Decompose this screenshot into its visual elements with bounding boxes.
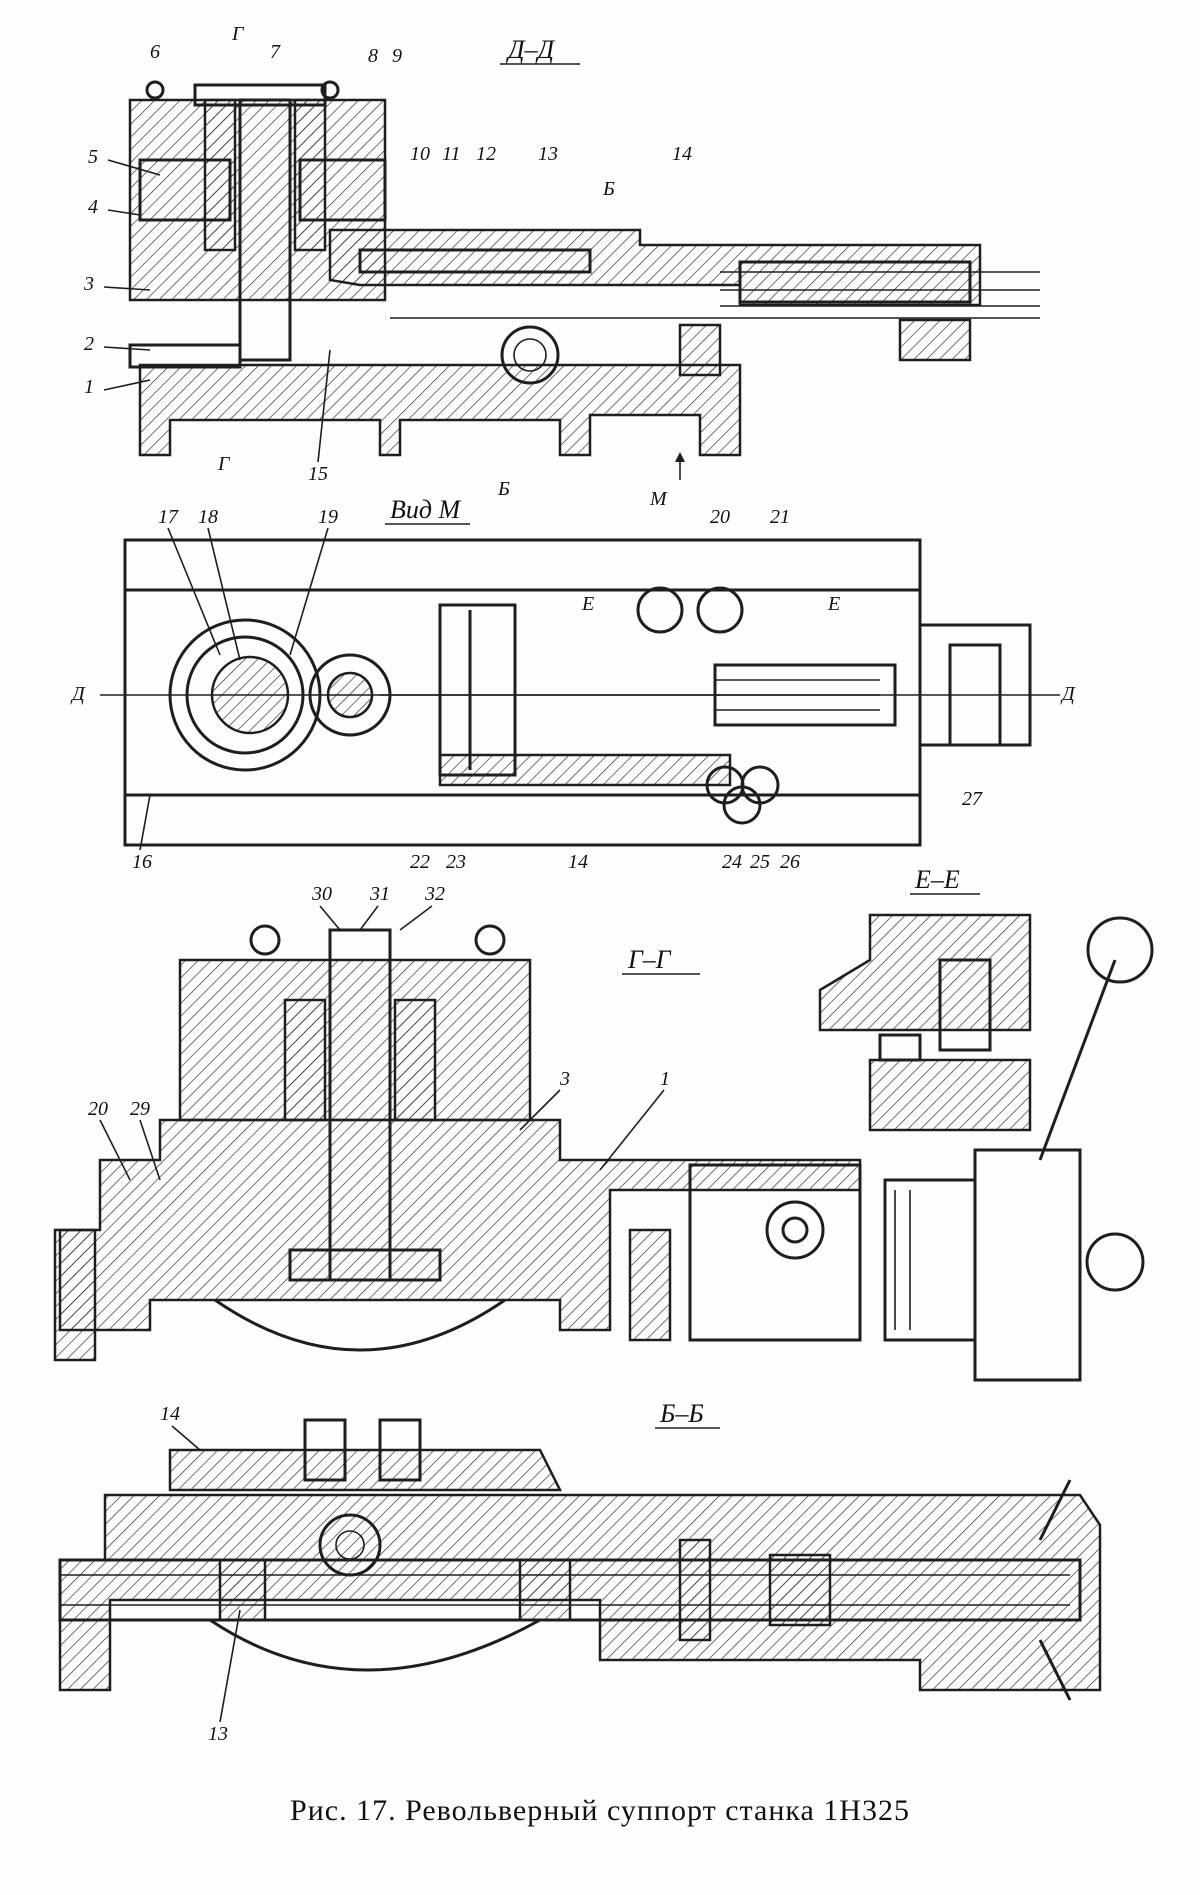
figure-caption: Рис. 17. Револьверный суппорт станка 1Н3… xyxy=(290,1794,910,1827)
callout-9: 9 xyxy=(392,45,402,67)
callout-1: 1 xyxy=(84,376,94,398)
callout-13-bb: 13 xyxy=(208,1723,228,1745)
section-gg-drawing: Г–Г xyxy=(53,916,1154,1382)
cut-mark-e-right: Е xyxy=(827,593,840,615)
section-gg-callouts: 30 31 32 20 29 3 1 xyxy=(88,883,670,1181)
callout-24: 24 xyxy=(722,851,742,873)
callout-5: 5 xyxy=(88,146,98,168)
callout-8: 8 xyxy=(368,45,378,67)
section-dd-callouts: 6 7 8 9 5 4 10 11 12 13 14 3 2 1 15 Г Г … xyxy=(83,23,692,510)
callout-13: 13 xyxy=(538,143,558,165)
callout-25: 25 xyxy=(750,851,770,873)
cut-mark-b-top: Б xyxy=(602,178,615,200)
callout-12: 12 xyxy=(476,143,496,165)
cut-mark-d-right: Д xyxy=(1060,683,1076,705)
cut-mark-e-left: Е xyxy=(581,593,594,615)
callout-3: 3 xyxy=(83,273,94,295)
callout-22: 22 xyxy=(410,851,430,873)
cut-mark-g-bottom: Г xyxy=(217,453,231,475)
callout-14-view: 14 xyxy=(568,851,588,873)
callout-21: 21 xyxy=(770,506,790,528)
callout-4: 4 xyxy=(88,196,98,218)
callout-29: 29 xyxy=(130,1098,150,1120)
callout-16: 16 xyxy=(132,851,152,873)
callout-14: 14 xyxy=(672,143,692,165)
section-bb-drawing: Б–Б xyxy=(58,1399,1102,1701)
cut-mark-g-top: Г xyxy=(231,23,245,45)
section-ee-title: Е–Е xyxy=(914,865,960,894)
callout-15: 15 xyxy=(308,463,328,485)
callout-26: 26 xyxy=(780,851,800,873)
section-gg-title: Г–Г xyxy=(627,945,672,974)
callout-10: 10 xyxy=(410,143,430,165)
callout-11: 11 xyxy=(442,143,461,165)
view-m-callouts: 17 18 19 20 21 22 23 14 24 25 26 27 16 Д… xyxy=(70,506,1076,873)
callout-17: 17 xyxy=(158,506,179,528)
section-dd-drawing: Д–Д xyxy=(128,35,1040,480)
callout-20-gg: 20 xyxy=(88,1098,108,1120)
section-bb-callouts: 14 13 xyxy=(160,1403,241,1745)
callout-30: 30 xyxy=(311,883,332,905)
callout-31: 31 xyxy=(369,883,390,905)
view-m-title: Вид М xyxy=(390,495,462,524)
callout-3-gg: 3 xyxy=(559,1068,570,1090)
callout-23: 23 xyxy=(446,851,466,873)
callout-2: 2 xyxy=(84,333,94,355)
section-dd-title: Д–Д xyxy=(505,35,556,64)
callout-27: 27 xyxy=(962,788,983,810)
callout-14-bb: 14 xyxy=(160,1403,180,1425)
section-bb-title: Б–Б xyxy=(659,1399,704,1428)
callout-32: 32 xyxy=(424,883,445,905)
cut-mark-d-left: Д xyxy=(70,683,86,705)
callout-20-view: 20 xyxy=(710,506,730,528)
cut-mark-m: М xyxy=(649,488,668,510)
callout-18: 18 xyxy=(198,506,218,528)
section-ee-drawing: Е–Е xyxy=(818,865,1032,1132)
view-m-drawing: Вид М xyxy=(100,495,1060,847)
callout-6: 6 xyxy=(150,41,160,63)
callout-7: 7 xyxy=(270,41,281,63)
cut-mark-b-bottom: Б xyxy=(497,478,510,500)
callout-19: 19 xyxy=(318,506,338,528)
callout-1-gg: 1 xyxy=(660,1068,670,1090)
